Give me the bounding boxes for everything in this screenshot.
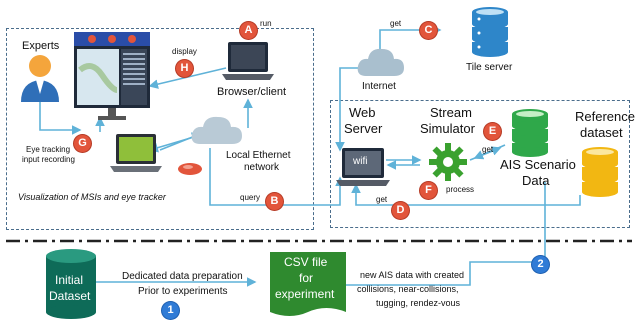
eye-tracker-laptop-icon — [110, 134, 162, 172]
wifi-label: wifi — [353, 156, 368, 167]
browser-laptop-icon — [222, 42, 274, 80]
new-ais-data-label-line2: collisions, near-collisions, — [357, 284, 459, 294]
new-ais-data-label-line1: new AIS data with created — [360, 270, 465, 280]
step-badge-b: B — [266, 193, 283, 210]
ais-scenario-label-line1: AIS Scenario — [500, 157, 576, 172]
step-badge-h: H — [176, 60, 193, 77]
csv-file-label-line3: experiment — [275, 287, 335, 301]
eye-tracker-device-icon — [178, 163, 202, 175]
server-group-box — [330, 100, 630, 228]
eye-tracking-label-line1: Eye tracking — [26, 145, 71, 154]
get-scenario-label: get — [482, 145, 494, 154]
initial-dataset-label-line1: Initial — [55, 273, 84, 287]
display-monitor-icon — [74, 32, 150, 120]
process-label: process — [446, 185, 475, 194]
eye-tracking-label-line2: input recording — [22, 155, 75, 164]
query-label: query — [240, 193, 261, 202]
web-server-label-line1: Web — [349, 105, 376, 120]
display-label: display — [172, 47, 197, 56]
stream-simulator-label-line2: Simulator — [420, 121, 475, 136]
browser-client-label: Browser/client — [217, 86, 287, 98]
stream-simulator-gear-icon — [429, 143, 467, 181]
reference-dataset-database-icon — [582, 147, 618, 197]
get-reference-label: get — [376, 195, 388, 204]
step-badge-e: E — [484, 123, 501, 140]
tile-server-label: Tile server — [466, 62, 513, 73]
initial-dataset-label-line2: Dataset — [49, 289, 91, 303]
visualization-caption: Visualization of MSIs and eye tracker — [18, 192, 166, 202]
csv-file-label-line2: for — [299, 271, 314, 285]
ais-scenario-label-line2: Data — [522, 173, 550, 188]
local-ethernet-label-line1: Local Ethernet — [226, 150, 291, 161]
step-badge-1: 1 — [162, 302, 179, 319]
run-label: run — [260, 19, 272, 28]
expert-person-icon — [21, 55, 59, 102]
step-badge-f: F — [420, 182, 437, 199]
new-ais-data-label-line3: tugging, rendez-vous — [376, 298, 461, 308]
tile-server-database-icon — [472, 7, 508, 57]
csv-file-label-line1: CSV file — [284, 255, 328, 269]
reference-dataset-label-line2: dataset — [580, 125, 623, 140]
step-badge-a: A — [240, 22, 257, 39]
data-preparation-label-line1: Dedicated data preparation — [122, 271, 243, 282]
get-tile-label: get — [390, 19, 402, 28]
step-badge-2: 2 — [532, 256, 549, 273]
web-server-label-line2: Server — [344, 121, 383, 136]
csv-file-document-icon — [270, 252, 346, 316]
experts-label: Experts — [22, 40, 60, 52]
visualization-group-box — [6, 28, 314, 230]
reference-dataset-label-line1: Reference — [575, 109, 635, 124]
step-badge-c: C — [420, 22, 437, 39]
initial-dataset-cylinder-icon — [46, 249, 96, 319]
local-ethernet-label-line2: network — [244, 162, 280, 173]
local-network-cloud-icon — [191, 116, 242, 144]
step-badge-d: D — [392, 202, 409, 219]
data-preparation-label-line2: Prior to experiments — [138, 286, 228, 297]
internet-cloud-icon — [357, 48, 404, 76]
internet-label: Internet — [362, 81, 396, 92]
stream-simulator-label-line1: Stream — [430, 105, 472, 120]
step-badge-g: G — [74, 135, 91, 152]
ais-scenario-database-icon — [512, 109, 548, 157]
web-server-laptop-icon — [336, 148, 390, 186]
